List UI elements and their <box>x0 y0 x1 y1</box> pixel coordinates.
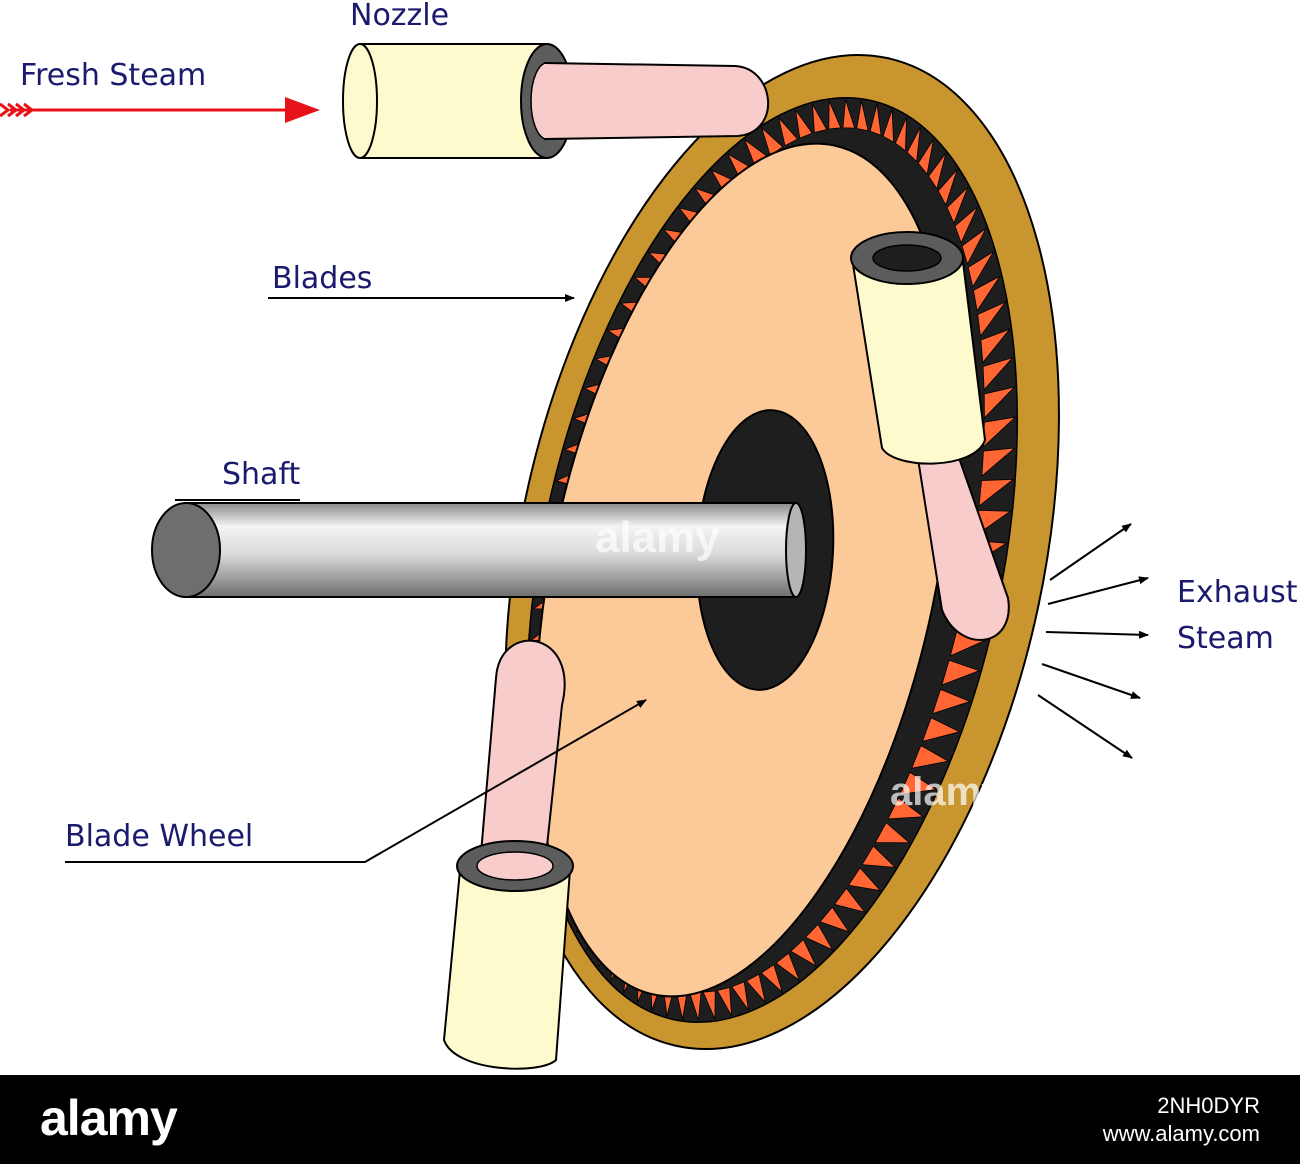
footer-bar: alamy 2NH0DYR www.alamy.com <box>0 1075 1300 1164</box>
blade-tooth <box>961 228 987 266</box>
blade-tooth <box>745 973 766 1003</box>
blade-tooth <box>828 100 842 130</box>
blade-tooth <box>980 328 1011 364</box>
blade-tooth <box>941 659 981 686</box>
exhaust-arrow <box>1037 694 1133 759</box>
blade-tooth <box>874 822 911 844</box>
blade-tooth <box>847 867 882 892</box>
blade-tooth <box>869 104 882 136</box>
blade-tooth <box>928 153 947 190</box>
blade-tooth <box>973 275 1001 312</box>
blade-tooth <box>977 301 1007 338</box>
nozzle-label: Nozzle <box>350 0 449 33</box>
blade-tooth <box>921 717 961 742</box>
blade-tooth <box>861 845 897 868</box>
blade-tooth <box>887 797 925 820</box>
blade-tooth <box>842 99 856 129</box>
blade-wheel-leader-line <box>65 699 647 863</box>
exhaust-label-line1: Exhaust <box>1177 575 1298 610</box>
blade-tooth <box>856 100 869 132</box>
blade-wheel-label: Blade Wheel <box>65 819 253 854</box>
blade-tooth <box>982 356 1014 391</box>
steam-turbine-diagram: Nozzle Fresh Steam Blades Shaft Exhaust … <box>0 0 1298 1070</box>
blade-tooth <box>946 186 969 225</box>
exhaust-arrow <box>1047 576 1149 605</box>
blade-tooth <box>899 771 938 795</box>
exhaust-arrow <box>1041 663 1141 699</box>
exhaust-arrow <box>1049 523 1132 581</box>
blade-tooth <box>760 964 784 994</box>
shaft-end-cap <box>151 502 221 598</box>
blade-tooth <box>795 109 813 139</box>
shaft-label: Shaft <box>222 457 300 492</box>
blades-label: Blades <box>272 261 372 296</box>
blade-tooth <box>778 117 799 147</box>
fresh-steam-arrow <box>0 97 320 123</box>
exhaust-label-line2: Steam <box>1177 621 1274 656</box>
blade-tooth <box>978 478 1015 507</box>
blade-tooth <box>731 981 749 1011</box>
watermark: alamy <box>890 770 1004 814</box>
footer-logo[interactable]: alamy <box>40 1090 178 1146</box>
exhaust-arrow <box>1045 630 1149 639</box>
top-nozzle <box>342 43 770 159</box>
footer-url[interactable]: www.alamy.com <box>1102 1121 1260 1146</box>
blade-tooth <box>917 139 934 176</box>
blade-tooth <box>812 104 828 134</box>
blade-tooth <box>790 938 817 968</box>
blade-tooth <box>894 117 907 152</box>
blade-tooth <box>702 990 716 1020</box>
blade-tooth <box>981 447 1017 478</box>
watermark: alamy <box>595 513 720 562</box>
exhaust-arrows <box>1037 523 1149 759</box>
blade-tooth <box>833 887 866 913</box>
footer-image-id: 2NH0DYR <box>1157 1093 1260 1118</box>
blade-tooth <box>937 169 958 207</box>
blade-tooth <box>967 251 994 288</box>
blade-tooth <box>819 906 850 933</box>
blade-tooth <box>775 952 801 982</box>
bottom-left-nozzle <box>442 639 574 1070</box>
blade-tooth <box>882 109 894 143</box>
right-nozzle <box>850 231 1010 641</box>
blade-tooth <box>931 688 972 715</box>
blade-tooth <box>906 127 921 163</box>
blade-tooth <box>983 386 1016 419</box>
fresh-steam-label: Fresh Steam <box>20 58 206 93</box>
blade-tooth <box>716 986 732 1016</box>
blade-tooth <box>804 923 834 951</box>
blade-tooth <box>954 206 978 244</box>
shaft <box>151 502 807 598</box>
blade-tooth <box>910 744 950 769</box>
